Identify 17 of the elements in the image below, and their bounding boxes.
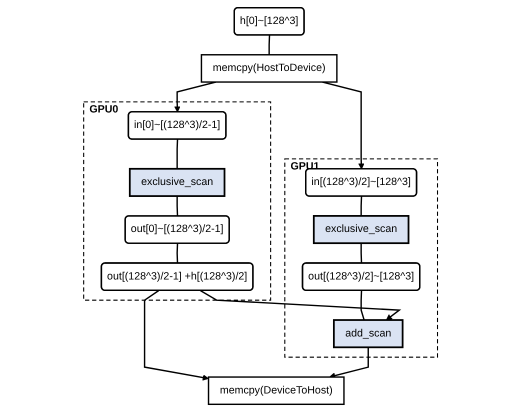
node-box: exclusive_scan	[128, 168, 226, 197]
connector	[176, 196, 178, 216]
arrow	[200, 290, 402, 320]
arrow	[322, 81, 364, 170]
connector	[268, 35, 270, 55]
connector	[176, 139, 178, 169]
connector	[360, 243, 362, 264]
node-box: memcpy(HostToDevice)	[200, 54, 338, 83]
node-box: add_scan	[332, 319, 404, 348]
arrow	[329, 347, 369, 379]
connector	[360, 290, 365, 320]
arrow	[174, 81, 216, 112]
connector	[360, 196, 362, 216]
node-box: memcpy(DeviceToHost)	[208, 376, 345, 406]
connector	[176, 244, 178, 264]
arrow	[144, 290, 209, 381]
node-box: exclusive_scan	[312, 215, 410, 244]
